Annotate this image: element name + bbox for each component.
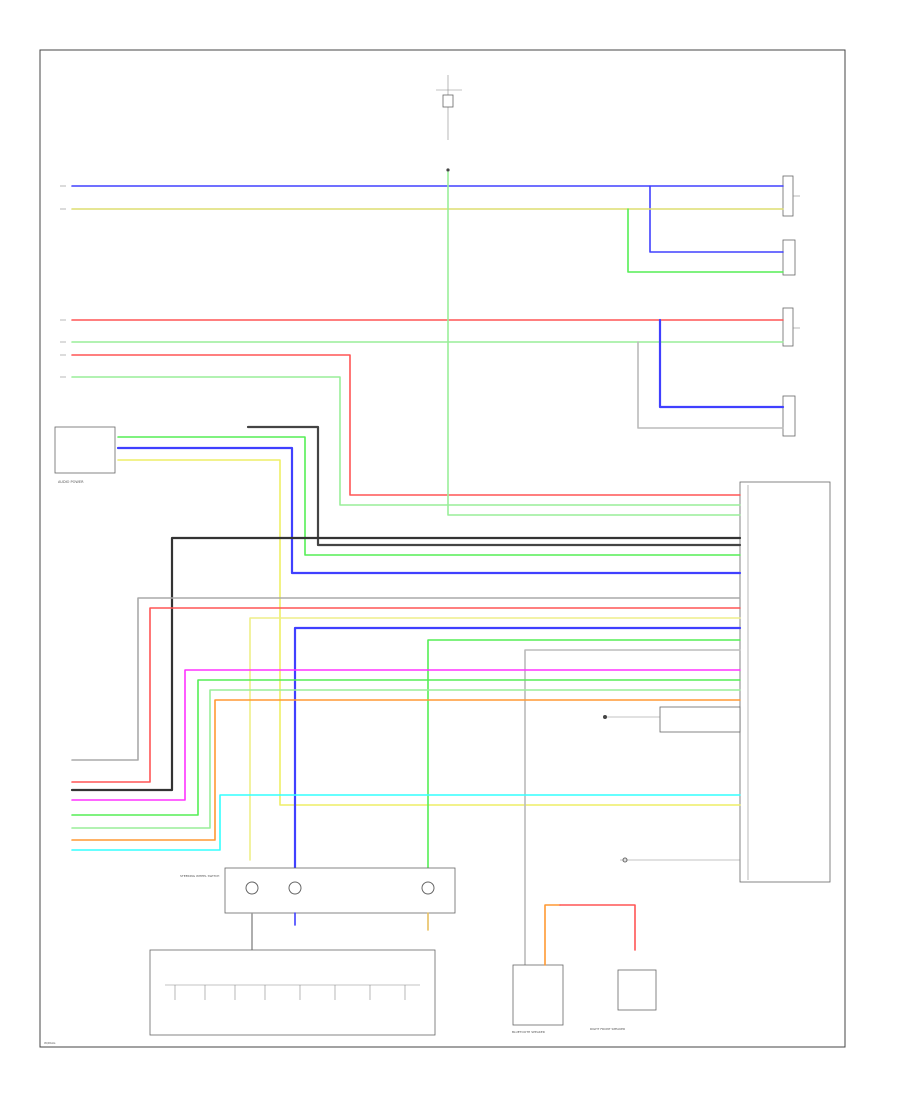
steering-component-label: STEERING WHEEL SWITCH — [180, 874, 219, 878]
left-component-label: AUDIO POWER — [58, 480, 84, 484]
wire-blue-right — [658, 318, 785, 409]
wire-green-bundle — [71, 679, 741, 816]
bottom-right-label: RIGHT FRONT SPEAKER — [590, 1027, 625, 1031]
steering-switch: STEERING WHEEL SWITCH — [180, 867, 456, 914]
wire-dark-bundle — [70, 536, 742, 792]
wire-gray-right — [637, 341, 784, 429]
speaker-left-front-tweeter — [782, 175, 800, 217]
wire-gray-bluetooth — [524, 649, 741, 966]
wire-cyan — [71, 794, 741, 851]
antenna-signal — [620, 857, 740, 863]
left-component: AUDIO POWER — [54, 426, 116, 484]
ground-connector — [603, 706, 741, 733]
left-terminals — [60, 185, 66, 378]
wire-green-steering — [427, 639, 741, 869]
wire-yellow-left — [117, 459, 741, 806]
wire-dark-top — [246, 425, 742, 547]
wire-blue-bundle — [293, 626, 742, 870]
wire-red-bundle — [71, 607, 741, 783]
bottom-mid-label: BLUETOOTH SPEAKER — [512, 1030, 545, 1034]
wire-green-top — [627, 208, 784, 273]
steering-switch-ladder — [149, 949, 436, 1036]
speaker-right-front-tweeter — [782, 307, 800, 347]
speaker-left-rear — [782, 239, 796, 276]
wire-pale-yellow — [249, 617, 741, 861]
fuse-block — [436, 75, 462, 172]
wire-magenta — [71, 669, 741, 801]
speaker-right-rear — [782, 395, 796, 437]
wire-orange — [71, 699, 741, 841]
switch-terminal-1 — [245, 881, 259, 895]
diagram-frame — [39, 49, 846, 1048]
wire-red-2 — [71, 354, 741, 496]
switch-terminal-2 — [288, 881, 302, 895]
wire-green-left — [117, 436, 741, 556]
wire-light-green-2 — [71, 376, 741, 506]
switch-terminal-3 — [421, 881, 435, 895]
wire-blue-top — [71, 185, 784, 253]
wire-gray-bundle — [71, 597, 741, 761]
bluetooth-unit: BLUETOOTH SPEAKER — [512, 964, 564, 1034]
bottom-left-label: W/DIAG — [44, 1041, 56, 1045]
right-front-speaker: RIGHT FRONT SPEAKER — [590, 969, 657, 1031]
bluetooth-wires — [544, 904, 636, 966]
wire-light-green-fuse — [447, 171, 741, 516]
wire-blue-left — [116, 446, 742, 575]
wire-light-green-bundle — [71, 689, 741, 829]
audio-unit-connector — [739, 481, 831, 883]
